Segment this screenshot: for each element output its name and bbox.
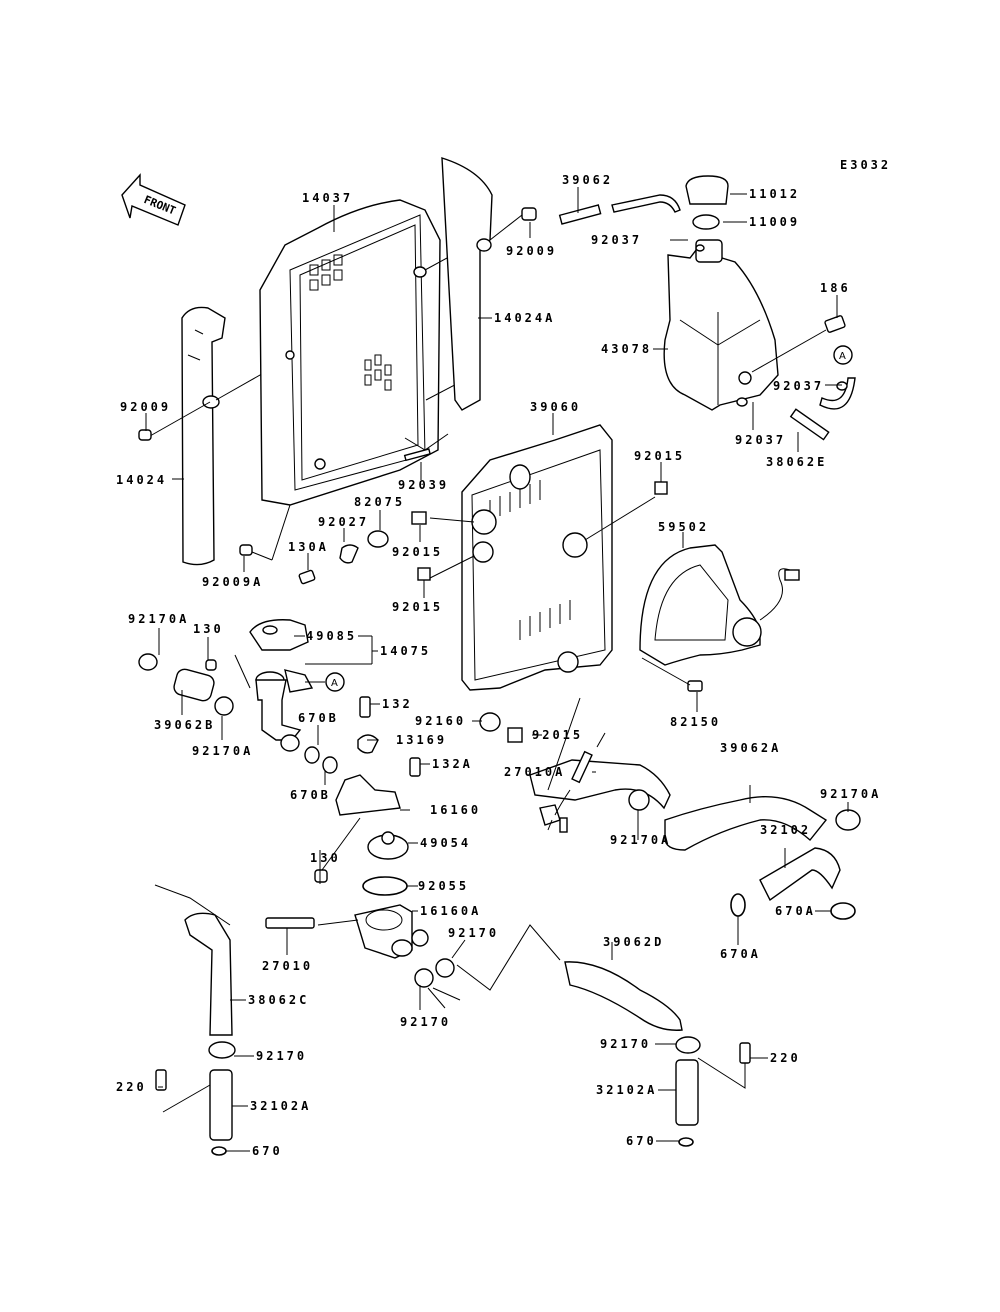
part-label: 92170A [192, 744, 254, 758]
part-label: 92015 [532, 728, 584, 742]
callout-a-marker: A [839, 351, 846, 362]
part-label: 670 [252, 1144, 283, 1158]
part-label: 49054 [420, 836, 472, 850]
part-label: 27010A [504, 765, 566, 779]
hose-39062 [558, 194, 681, 225]
part-label: 82075 [354, 495, 406, 509]
part-label: 39062B [154, 718, 216, 732]
part-label: 92009A [202, 575, 264, 589]
radiator-39060 [298, 424, 668, 743]
pin-92039 [239, 433, 449, 561]
part-label: 14037 [302, 191, 354, 205]
part-label: 130 [310, 851, 341, 865]
pipe-right [675, 1036, 751, 1147]
part-label: 92027 [318, 515, 370, 529]
part-label: 92055 [418, 879, 470, 893]
part-label: 92037 [735, 433, 787, 447]
part-label: 130A [288, 540, 329, 554]
part-label: 92009 [120, 400, 172, 414]
part-label: 92015 [392, 545, 444, 559]
part-label: 92170A [610, 833, 672, 847]
part-label: 92170 [400, 1015, 452, 1029]
fan-59502 [639, 544, 800, 692]
part-label: 82150 [670, 715, 722, 729]
thermostat-housing [265, 696, 429, 959]
part-label: 43078 [601, 342, 653, 356]
part-label: 670A [720, 947, 761, 961]
part-label: 132 [382, 697, 413, 711]
hose-pipe-left [154, 884, 236, 1156]
part-label: 38062E [766, 455, 828, 469]
part-label: 670B [298, 711, 339, 725]
part-label: 92170 [600, 1037, 652, 1051]
diagram-code: E3032 [840, 158, 892, 172]
part-label: 32102A [250, 1099, 312, 1113]
reservoir-43078: A [663, 175, 856, 441]
part-label: 59502 [658, 520, 710, 534]
part-label: 39062D [603, 935, 665, 949]
callout-a-marker-2: A [331, 678, 338, 689]
part-label: 92015 [392, 600, 444, 614]
part-label: 32102 [760, 823, 812, 837]
shroud-14024A [441, 157, 537, 411]
part-label: 49085 [306, 629, 358, 643]
part-label: 132A [432, 757, 473, 771]
part-label: 13169 [396, 733, 448, 747]
part-label: 14075 [380, 644, 432, 658]
part-label: 27010 [262, 959, 314, 973]
part-label: 92170A [128, 612, 190, 626]
part-label: 11009 [749, 215, 801, 229]
part-label: 220 [116, 1080, 147, 1094]
sensor-27010A [554, 732, 606, 833]
shroud-14024 [138, 306, 291, 566]
part-label: 220 [770, 1051, 801, 1065]
part-label: 32102A [596, 1083, 658, 1097]
filler-neck-14075: A [138, 619, 345, 774]
part-label: 92015 [634, 449, 686, 463]
part-label: 16160A [420, 904, 482, 918]
leader-lines [145, 187, 849, 1152]
part-label: 92037 [591, 233, 643, 247]
part-label: 92039 [398, 478, 450, 492]
part-label: 39060 [530, 400, 582, 414]
part-label: 16160 [430, 803, 482, 817]
part-label: 92037 [773, 379, 825, 393]
part-label: 92170 [256, 1049, 308, 1063]
part-label: 39062A [720, 741, 782, 755]
part-label: 38062C [248, 993, 310, 1007]
hoses-right [414, 697, 861, 1031]
part-label: 130 [193, 622, 224, 636]
part-label: 92170 [448, 926, 500, 940]
shroud-14037 [259, 199, 481, 506]
part-label: 186 [820, 281, 851, 295]
part-label: 92009 [506, 244, 558, 258]
part-label: 670B [290, 788, 331, 802]
part-label: 14024A [494, 311, 556, 325]
part-label: 11012 [749, 187, 801, 201]
part-label: 39062 [562, 173, 614, 187]
part-label: 670A [775, 904, 816, 918]
part-label: 670 [626, 1134, 657, 1148]
part-label: 92170A [820, 787, 882, 801]
part-label: 92160 [415, 714, 467, 728]
part-label: 14024 [116, 473, 168, 487]
front-arrow-icon: FRONT [121, 173, 186, 226]
